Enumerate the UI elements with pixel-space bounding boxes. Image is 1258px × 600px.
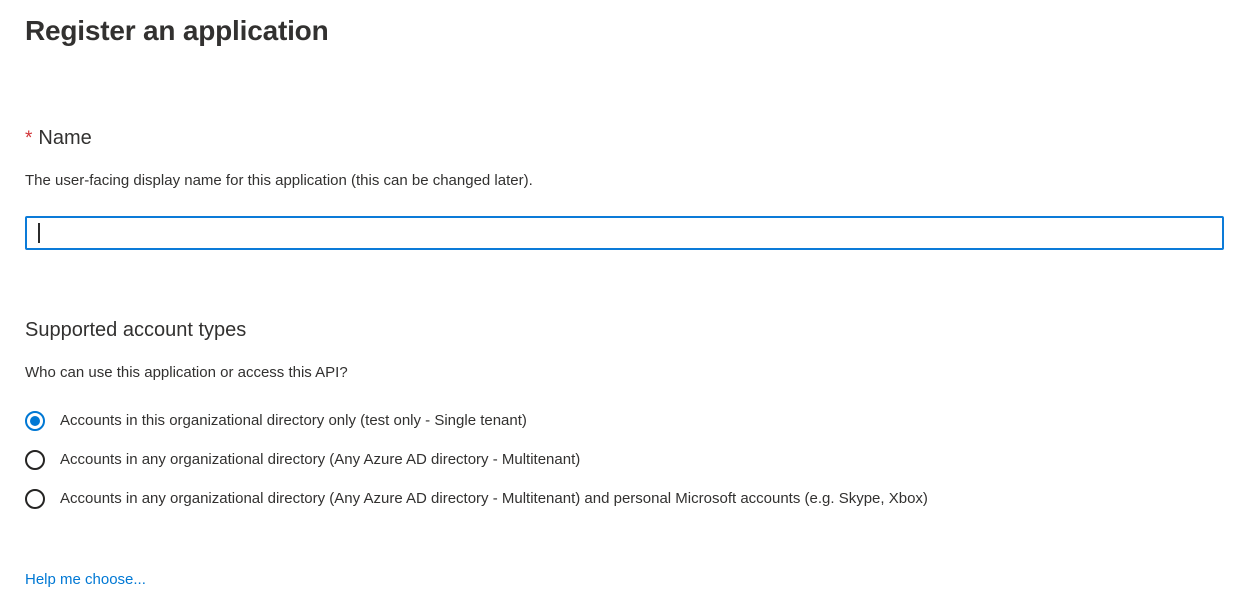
- radio-option-multitenant[interactable]: Accounts in any organizational directory…: [25, 450, 1233, 470]
- required-asterisk: *: [25, 128, 33, 149]
- account-types-question: Who can use this application or access t…: [25, 364, 348, 381]
- radio-option-label: Accounts in any organizational directory…: [60, 451, 581, 468]
- name-input[interactable]: [27, 218, 1222, 248]
- page-title: Register an application: [25, 15, 329, 46]
- help-me-choose-link[interactable]: Help me choose...: [25, 571, 146, 588]
- radio-option-single-tenant[interactable]: Accounts in this organizational director…: [25, 411, 1233, 431]
- radio-option-label: Accounts in any organizational directory…: [60, 490, 928, 507]
- account-type-radio-group: Accounts in this organizational director…: [25, 411, 1233, 509]
- supported-account-types-heading: Supported account types: [25, 319, 247, 341]
- name-label-text: Name: [38, 127, 92, 149]
- radio-button-icon[interactable]: [25, 450, 45, 470]
- radio-option-label: Accounts in this organizational director…: [60, 412, 527, 429]
- radio-button-icon[interactable]: [25, 411, 45, 431]
- radio-button-icon[interactable]: [25, 489, 45, 509]
- radio-option-multitenant-personal[interactable]: Accounts in any organizational directory…: [25, 489, 1233, 509]
- name-field-label: *Name: [25, 125, 1233, 152]
- name-field-hint: The user-facing display name for this ap…: [25, 172, 533, 189]
- name-input-container: [25, 216, 1224, 250]
